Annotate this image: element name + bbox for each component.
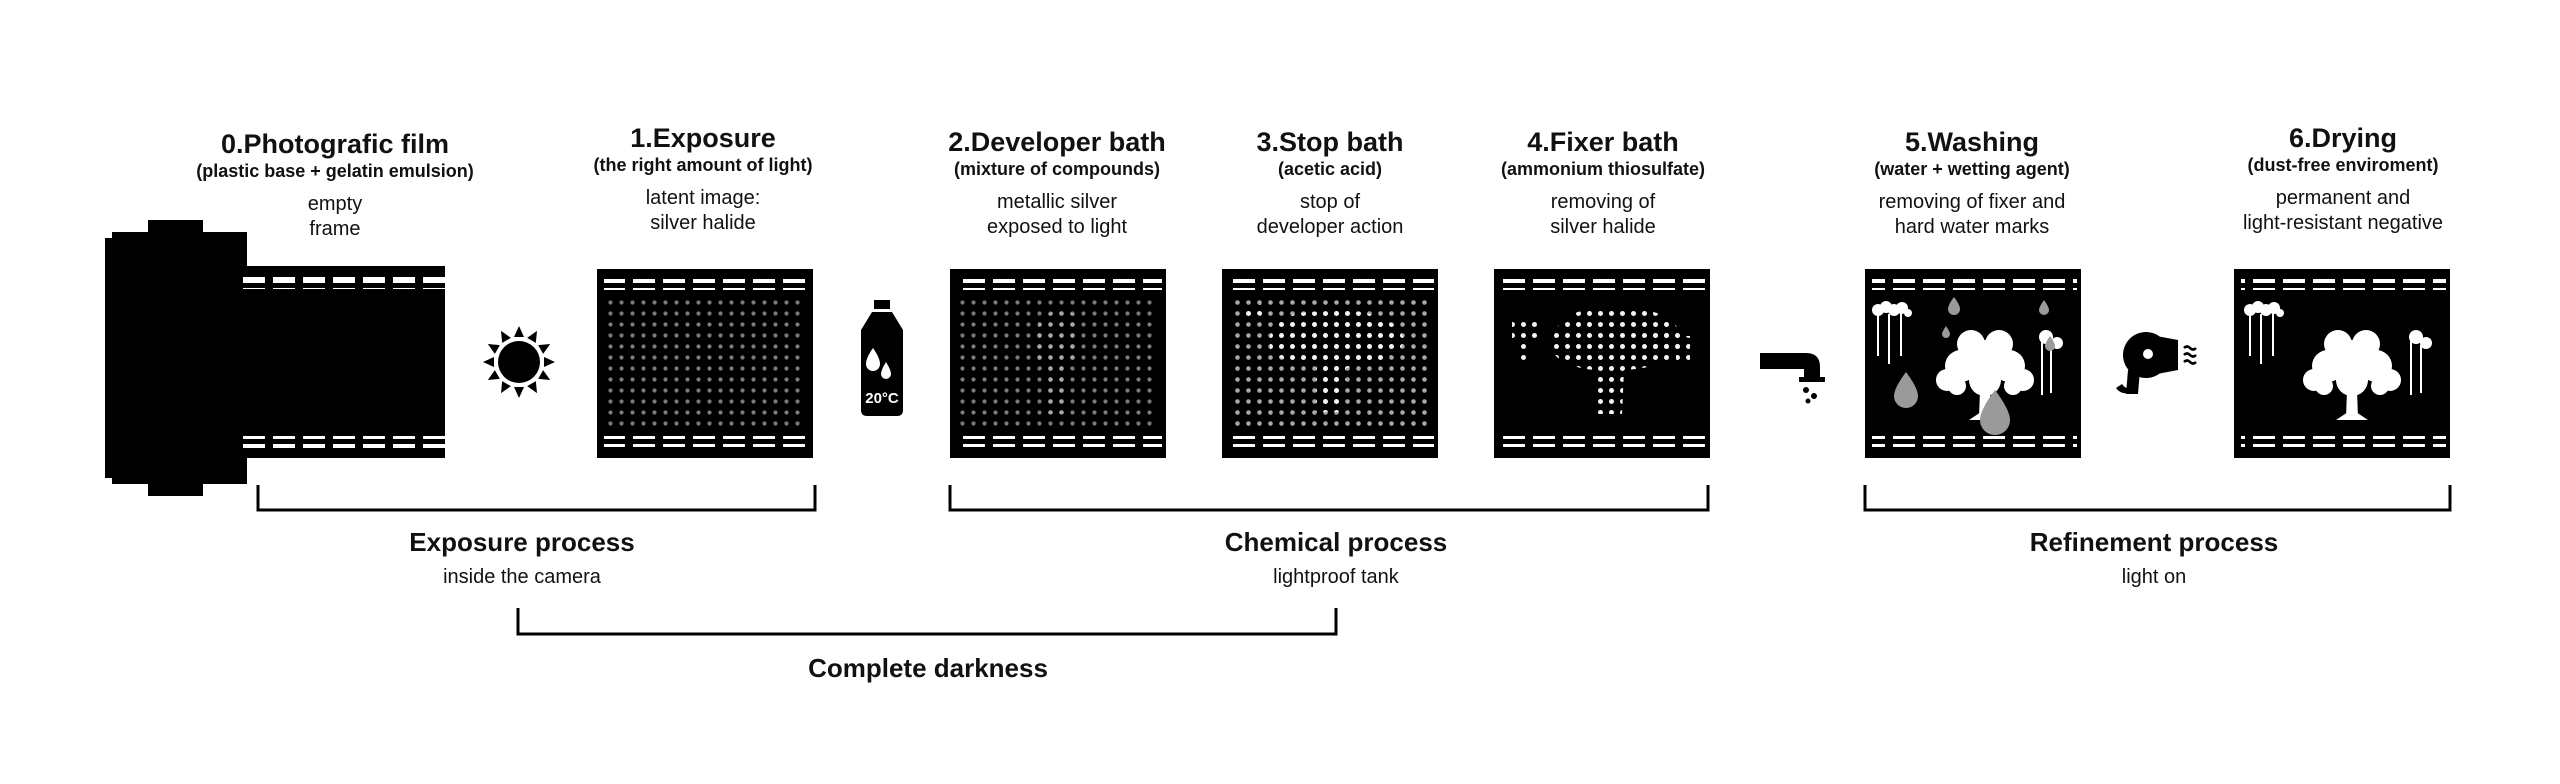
step-title: 4.Fixer bath xyxy=(1527,127,1679,157)
frame-washing xyxy=(1865,269,2081,458)
chemical-bracket xyxy=(948,485,1710,512)
step-description: metallic silver exposed to light xyxy=(986,191,1128,238)
step-5-label: 5.Washing (water + wetting agent) removi… xyxy=(1874,126,2070,240)
frame-exposure xyxy=(597,269,813,458)
frame-stop-bath xyxy=(1222,269,1438,458)
step-subtitle: (the right amount of light) xyxy=(593,155,813,175)
film-canister-icon xyxy=(105,220,445,496)
bottle-temperature: 20°C xyxy=(865,390,899,407)
step-2-label: 2.Developer bath (mixture of compounds) … xyxy=(948,126,1166,240)
group-chemical-label: Chemical process lightproof tank xyxy=(1225,526,1448,590)
step-1-label: 1.Exposure (the right amount of light) l… xyxy=(594,122,813,236)
step-title: 2.Developer bath xyxy=(948,127,1166,157)
water-tap-icon xyxy=(1760,353,1825,404)
group-exposure-label: Exposure process inside the camera xyxy=(409,526,634,590)
step-3-label: 3.Stop bath (acetic acid) stop of develo… xyxy=(1257,126,1404,240)
step-subtitle: (ammonium thiosulfate) xyxy=(1500,159,1706,179)
group-subtitle: light on xyxy=(2121,566,2187,588)
group-subtitle: inside the camera xyxy=(443,566,601,588)
water-drops-icon xyxy=(1894,297,2055,435)
sun-icon xyxy=(483,326,555,398)
group-darkness-label: Complete darkness xyxy=(808,652,1048,684)
darkness-bracket xyxy=(516,608,1338,636)
group-title: Chemical process xyxy=(1224,527,1448,557)
group-title: Complete darkness xyxy=(808,653,1048,683)
brackets xyxy=(256,485,2452,636)
hair-dryer-icon xyxy=(2116,332,2197,394)
step-subtitle: (plastic base + gelatin emulsion) xyxy=(196,161,474,181)
step-subtitle: (dust-free enviroment) xyxy=(2247,155,2439,175)
step-6-label: 6.Drying (dust-free enviroment) permanen… xyxy=(2243,122,2443,236)
group-refinement-label: Refinement process light on xyxy=(2030,526,2279,590)
refinement-bracket xyxy=(1863,485,2452,512)
step-description: stop of developer action xyxy=(1256,191,1404,238)
exposure-bracket xyxy=(256,485,817,512)
group-title: Refinement process xyxy=(2029,527,2279,557)
frame-drying xyxy=(2234,269,2450,458)
step-subtitle: (water + wetting agent) xyxy=(1874,159,2070,179)
step-title: 1.Exposure xyxy=(630,123,776,153)
step-description: empty frame xyxy=(307,193,363,240)
step-0-label: 0.Photografic film (plastic base + gelat… xyxy=(196,128,474,242)
step-title: 0.Photografic film xyxy=(220,129,450,159)
step-subtitle: (mixture of compounds) xyxy=(953,159,1160,179)
step-description: latent image: silver halide xyxy=(645,187,761,234)
step-title: 6.Drying xyxy=(2288,123,2398,153)
step-4-label: 4.Fixer bath (ammonium thiosulfate) remo… xyxy=(1501,126,1705,240)
step-title: 3.Stop bath xyxy=(1256,127,1404,157)
group-title: Exposure process xyxy=(409,527,635,557)
step-description: permanent and light-resistant negative xyxy=(2242,187,2444,234)
frame-developer xyxy=(950,269,1166,458)
step-subtitle: (acetic acid) xyxy=(1277,159,1383,179)
step-title: 5.Washing xyxy=(1904,127,2039,157)
group-subtitle: lightproof tank xyxy=(1273,566,1399,588)
bottle-icon xyxy=(861,300,903,416)
step-description: removing of silver halide xyxy=(1550,191,1656,238)
frame-fixer-bath xyxy=(1494,269,1710,458)
step-description: removing of fixer and hard water marks xyxy=(1878,191,2066,238)
